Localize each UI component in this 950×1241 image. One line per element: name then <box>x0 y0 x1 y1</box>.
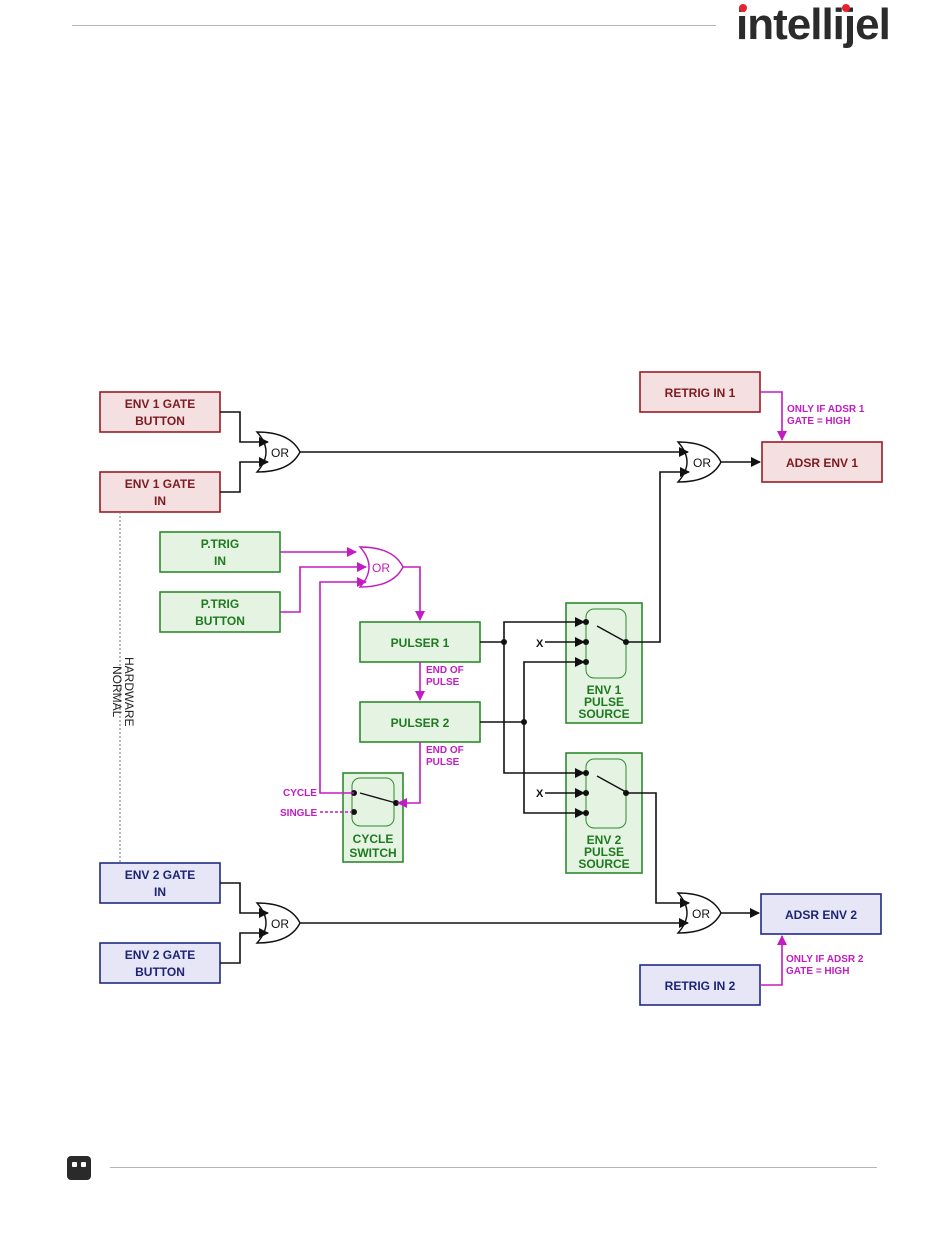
or-gate-ptrig-label: OR <box>372 561 390 575</box>
or-gate-env1-output-label: OR <box>693 456 711 470</box>
env1-pulse-source-block: ENV 1 PULSE SOURCE <box>565 602 643 724</box>
cycle-switch-block: CYCLE SWITCH <box>342 772 404 863</box>
brand-logo-text: intellijel <box>736 0 891 49</box>
or-gate-env1-output: OR <box>676 441 722 483</box>
header-rule <box>72 25 716 26</box>
cycle-label: CYCLE <box>283 788 317 799</box>
retrig-in1-label: RETRIG IN 1 <box>665 386 736 400</box>
or-gate-env2-input: OR <box>255 902 301 944</box>
env1-gate-in-block: ENV 1 GATE IN <box>99 471 221 513</box>
magenta-wires <box>280 391 787 986</box>
env2-pulse-source-label-1: ENV 2 <box>587 833 622 847</box>
adsr-env1-label: ADSR ENV 1 <box>786 456 858 470</box>
pulser1-label: PULSER 1 <box>391 636 450 650</box>
env2-pulse-source-label-2: PULSE <box>584 845 624 859</box>
env1-gate-button-label-1: ENV 1 GATE <box>125 397 195 411</box>
hardware-normal-label: HARDWARE NORMAL <box>110 657 136 727</box>
or-gate-ptrig: OR <box>358 546 404 588</box>
ptrig-in-label-2: IN <box>214 554 226 568</box>
env2-pulse-source-label-3: SOURCE <box>578 857 629 871</box>
hardware-normal-label-2: NORMAL <box>110 666 124 718</box>
retrig-in2-label: RETRIG IN 2 <box>665 979 736 993</box>
end-of-pulse2-label-2: PULSE <box>426 757 460 768</box>
only-if-adsr1-label-1: ONLY IF ADSR 1 <box>787 404 865 415</box>
env1-gate-in-label-1: ENV 1 GATE <box>125 477 195 491</box>
env2-gate-button-block: ENV 2 GATE BUTTON <box>99 942 221 984</box>
env2-gate-button-label-1: ENV 2 GATE <box>125 948 195 962</box>
pulser2-block: PULSER 2 <box>359 701 481 743</box>
only-if-adsr2-label-2: GATE = HIGH <box>786 966 849 977</box>
retrig-in2-block: RETRIG IN 2 <box>639 964 761 1006</box>
adsr-env1-block: ADSR ENV 1 <box>761 441 883 483</box>
footer-rule <box>110 1167 877 1168</box>
env1-pulse-source-label-2: PULSE <box>584 695 624 709</box>
or-gate-env2-output-label: OR <box>692 907 710 921</box>
adsr-env2-block: ADSR ENV 2 <box>760 893 882 935</box>
ptrig-in-label-1: P.TRIG <box>201 537 239 551</box>
ptrig-button-label-1: P.TRIG <box>201 597 239 611</box>
x-label-env1: X <box>536 638 544 650</box>
black-wires <box>220 411 761 964</box>
ptrig-button-block: P.TRIG BUTTON <box>159 591 281 633</box>
single-label: SINGLE <box>280 808 318 819</box>
end-of-pulse2-label-1: END OF <box>426 745 464 756</box>
only-if-adsr2-label-1: ONLY IF ADSR 2 <box>786 954 864 965</box>
env1-gate-button-label-2: BUTTON <box>135 414 185 428</box>
only-if-adsr1-label-2: GATE = HIGH <box>787 416 850 427</box>
env2-gate-in-label-1: ENV 2 GATE <box>125 868 195 882</box>
pulser2-label: PULSER 2 <box>391 716 450 730</box>
junction-pulser1 <box>501 639 507 645</box>
retrig-in1-block: RETRIG IN 1 <box>639 371 761 413</box>
ptrig-in-block: P.TRIG IN <box>159 531 281 573</box>
or-gate-env1-input-label: OR <box>271 446 289 460</box>
end-of-pulse1-label-1: END OF <box>426 665 464 676</box>
cycle-switch-label-2: SWITCH <box>349 846 396 860</box>
adsr-env2-label: ADSR ENV 2 <box>785 908 857 922</box>
end-of-pulse1-label-2: PULSE <box>426 677 460 688</box>
env2-gate-in-block: ENV 2 GATE IN <box>99 862 221 904</box>
brand-logo-dot-2 <box>842 4 850 12</box>
hardware-normal-label-1: HARDWARE <box>122 657 136 727</box>
junction-pulser2 <box>521 719 527 725</box>
env1-pulse-source-label-1: ENV 1 <box>587 683 622 697</box>
env2-gate-in-label-2: IN <box>154 885 166 899</box>
cycle-switch-label-1: CYCLE <box>353 832 394 846</box>
or-gate-env2-input-label: OR <box>271 917 289 931</box>
x-label-env2: X <box>536 788 544 800</box>
env2-gate-button-label-2: BUTTON <box>135 965 185 979</box>
env1-gate-button-block: ENV 1 GATE BUTTON <box>99 391 221 433</box>
env1-pulse-source-label-3: SOURCE <box>578 707 629 721</box>
or-gate-env1-input: OR <box>255 431 301 473</box>
brand-logo-dot-1 <box>739 4 747 12</box>
env1-gate-in-label-2: IN <box>154 494 166 508</box>
pulser1-block: PULSER 1 <box>359 621 481 663</box>
or-gate-env2-output: OR <box>676 892 722 934</box>
ptrig-button-label-2: BUTTON <box>195 614 245 628</box>
page-icon <box>67 1156 91 1180</box>
brand-logo: intellijel <box>736 0 896 50</box>
